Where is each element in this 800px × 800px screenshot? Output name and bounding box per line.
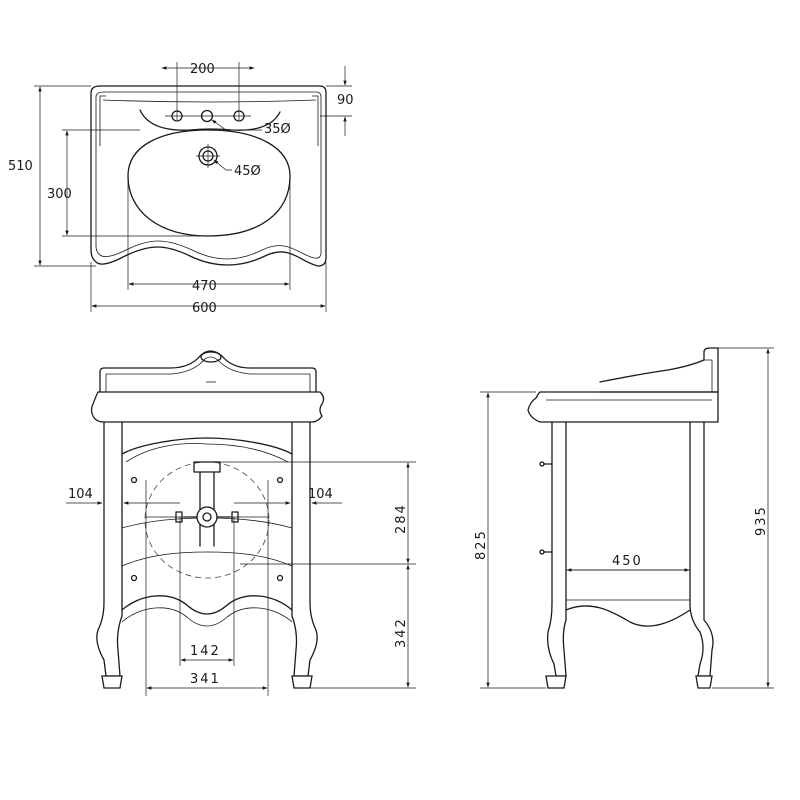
side-view: 825 450 935 bbox=[474, 347, 774, 689]
dim-trap-width: 142 bbox=[190, 644, 221, 659]
dim-leg-span: 341 bbox=[190, 672, 221, 687]
top-view: 200 90 35Ø 45Ø 510 300 470 600 bbox=[8, 62, 354, 316]
dim-tap-offset: 90 bbox=[337, 93, 354, 108]
dim-lower-height: 342 bbox=[394, 617, 409, 648]
dim-side-depth: 450 bbox=[612, 554, 643, 569]
dim-basin-depth: 510 bbox=[8, 159, 33, 174]
dim-tap-spacing: 200 bbox=[190, 62, 215, 77]
dim-bowl-depth: 300 bbox=[47, 187, 72, 202]
dim-bowl-width: 470 bbox=[192, 279, 217, 294]
dim-tap-hole: 35Ø bbox=[264, 122, 291, 137]
dim-side-right: 104 bbox=[308, 487, 333, 502]
dim-total-height: 935 bbox=[754, 505, 769, 536]
dim-trap-height: 284 bbox=[394, 503, 409, 534]
dim-side-left: 104 bbox=[68, 487, 93, 502]
dim-basin-width: 600 bbox=[192, 301, 217, 316]
dim-drain-hole: 45Ø bbox=[234, 164, 261, 179]
front-view: 104 104 284 342 142 341 bbox=[66, 350, 416, 696]
dim-side-height: 825 bbox=[474, 529, 489, 560]
